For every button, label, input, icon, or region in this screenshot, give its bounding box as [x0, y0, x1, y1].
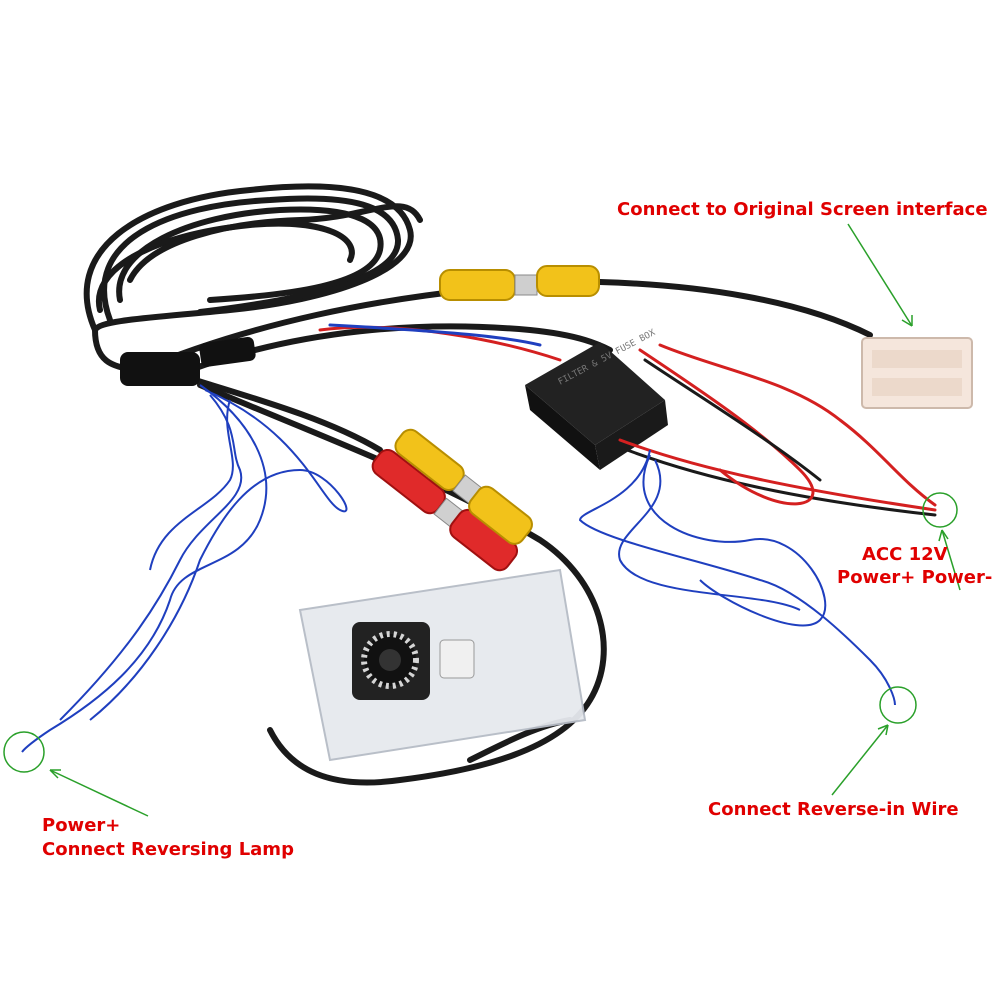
- coiled-black-cable: [83, 183, 423, 333]
- acc-wire-marker: [922, 492, 958, 528]
- lamp-wire-marker: [3, 731, 45, 773]
- reverse-in-label: Connect Reverse-in Wire: [708, 799, 959, 820]
- trunk-sleeves: [120, 336, 256, 386]
- annotation-pointers: [49, 223, 961, 817]
- reverse-wire-marker: [879, 686, 917, 724]
- power-label: Power+ Power-: [837, 567, 993, 588]
- lamp-power-line: Power+: [42, 815, 121, 836]
- acc-label: ACC 12V: [862, 544, 948, 565]
- rca-video-connector-top: [439, 265, 600, 301]
- reversing-lamp-blue-wire: [21, 384, 348, 753]
- original-screen-connector: [861, 337, 973, 409]
- lamp-connect-line: Connect Reversing Lamp: [42, 839, 294, 860]
- reversing-lamp-label: Power+ Connect Reversing Lamp: [42, 814, 294, 862]
- rca-camera-pair: [371, 428, 533, 572]
- power-cables: [318, 323, 937, 517]
- screen-interface-label: Connect to Original Screen interface: [617, 199, 988, 220]
- reverse-in-blue-wire: [578, 449, 896, 706]
- reversing-camera: [298, 568, 587, 762]
- wire-end-markers: [3, 492, 958, 773]
